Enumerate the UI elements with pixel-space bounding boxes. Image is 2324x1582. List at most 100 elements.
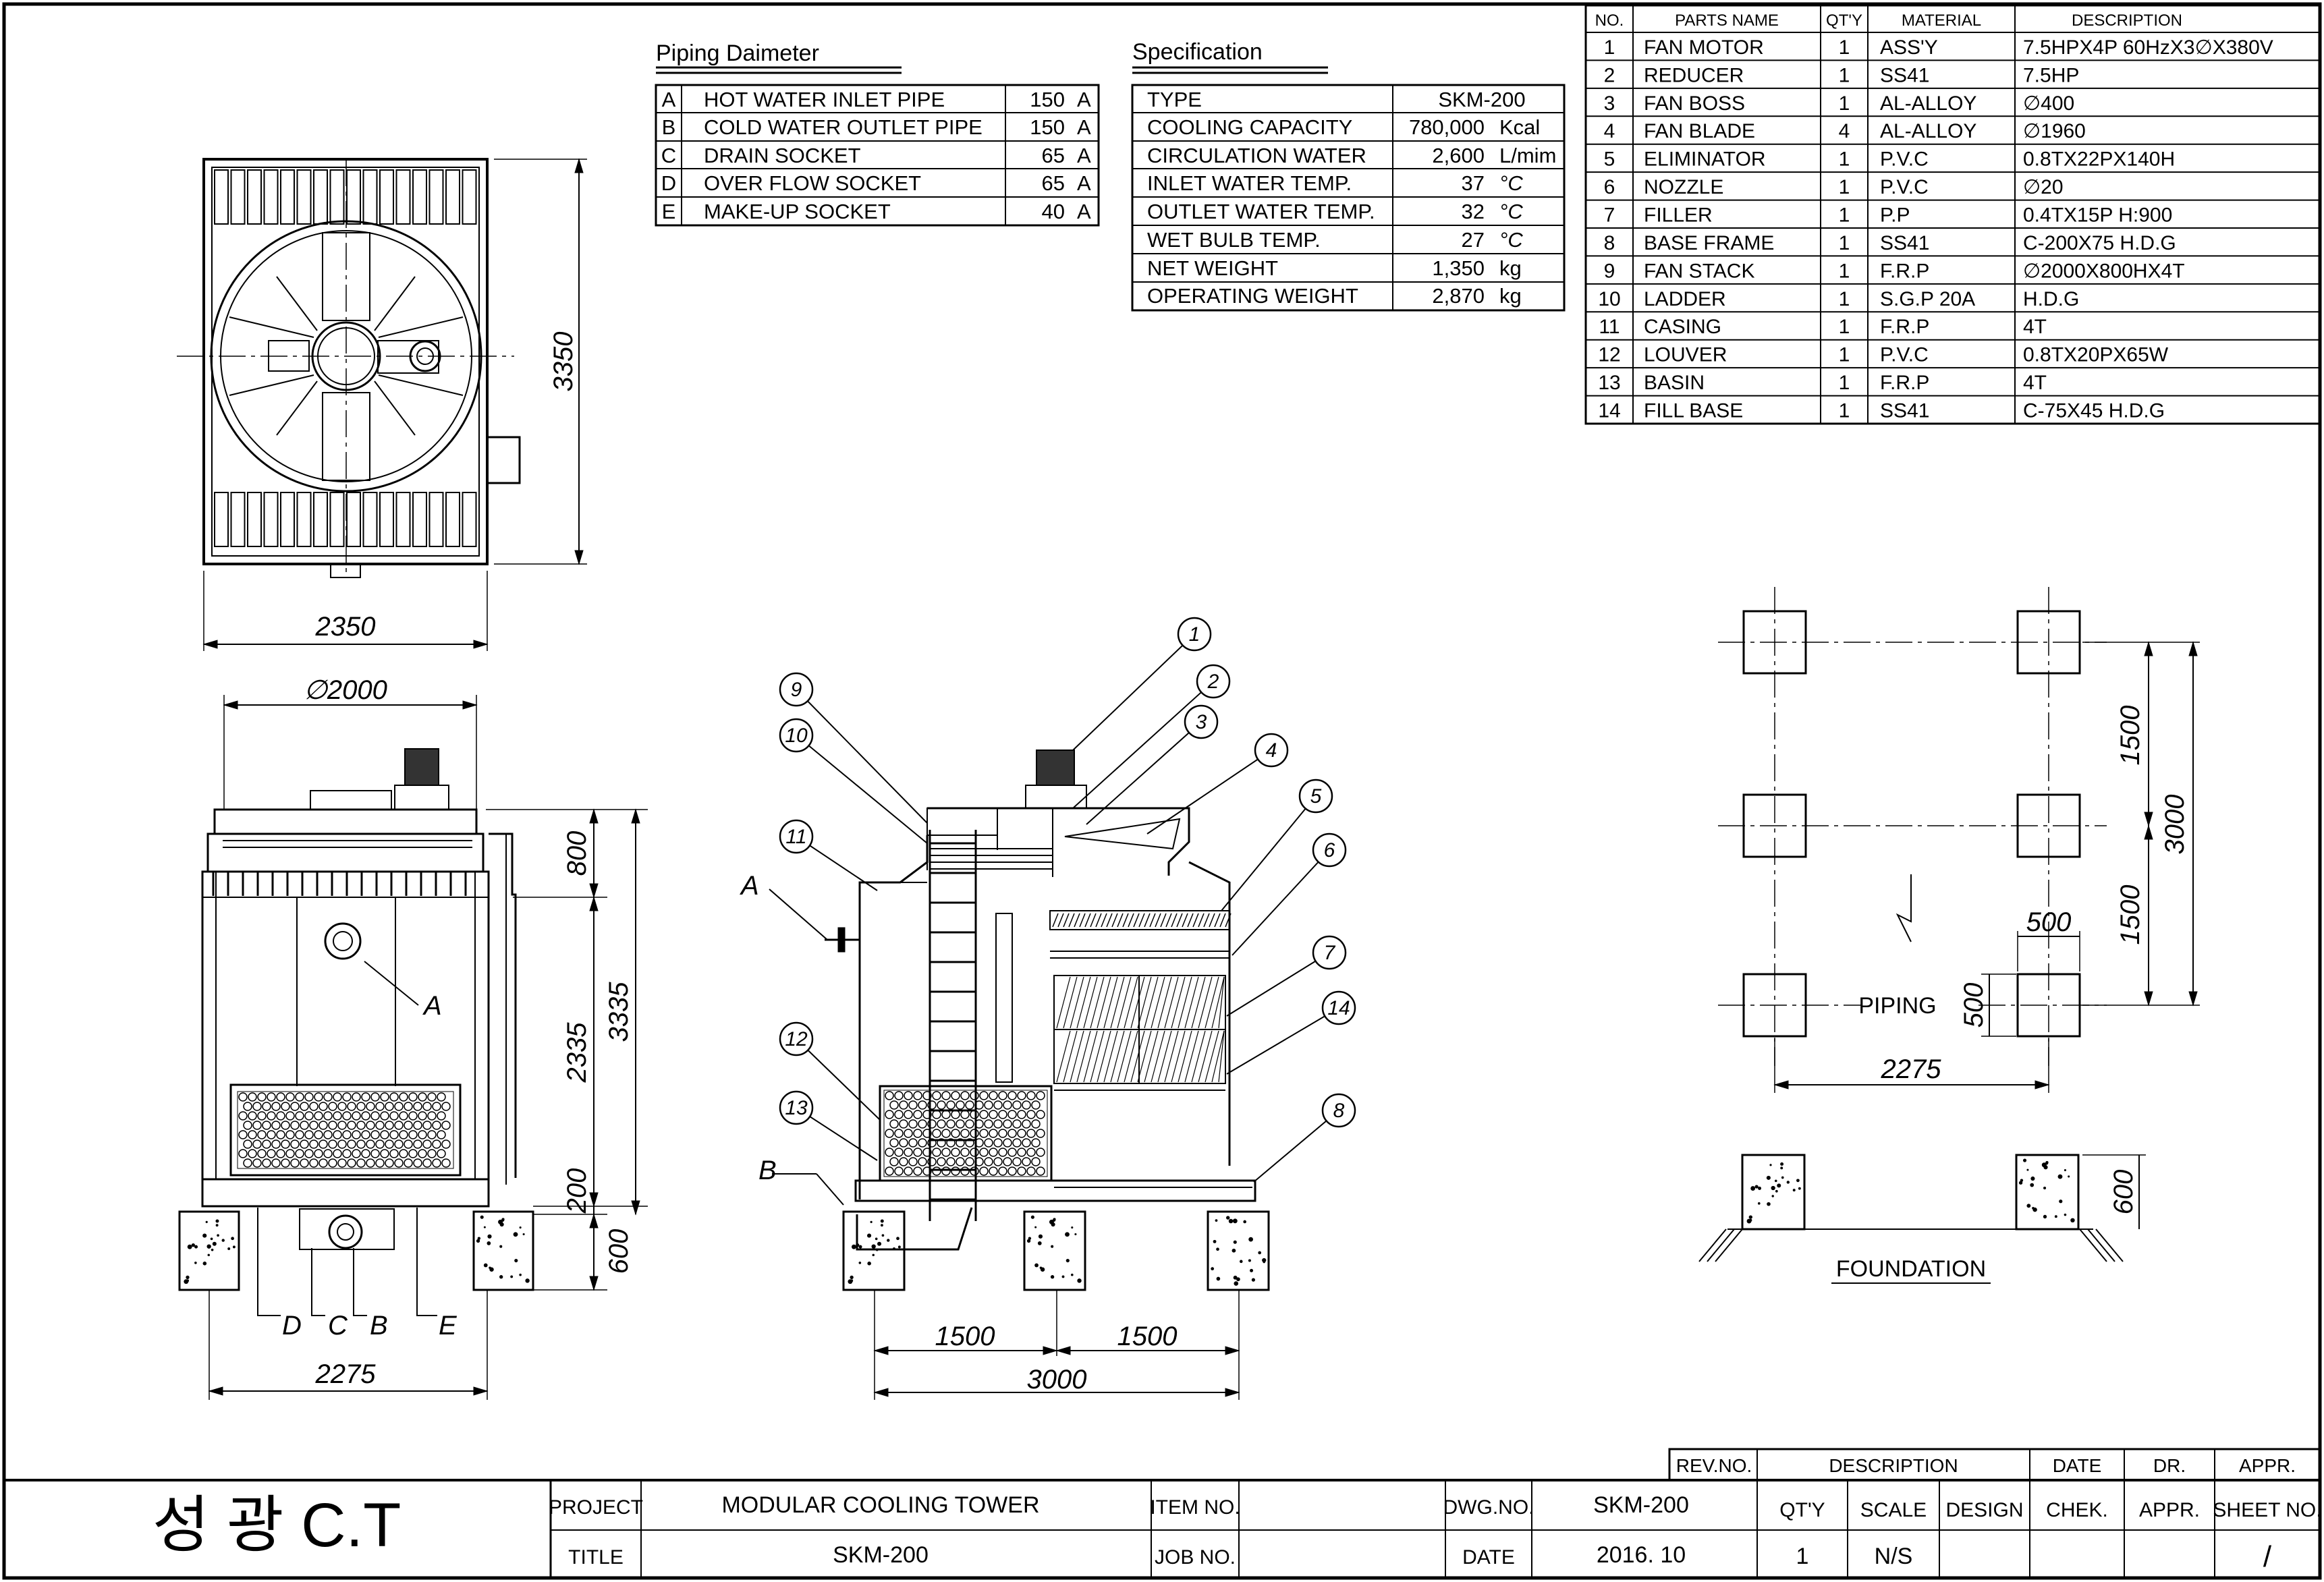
parts-desc: H.D.G	[2023, 288, 2079, 310]
fnd-1500a-dim: 1500	[2115, 706, 2145, 766]
parts-qty: 4	[1839, 120, 1850, 142]
parts-header: QT'Y	[1826, 11, 1862, 30]
parts-material: P.V.C	[1880, 344, 1929, 366]
spec-name: INLET WATER TEMP.	[1147, 171, 1352, 195]
piping-unit: A	[1077, 144, 1091, 167]
date-label: DATE	[1462, 1546, 1515, 1569]
parts-table: NO. PARTS NAME QT'Y MATERIAL DESCRIPTION…	[1584, 4, 2321, 425]
fnd-500a-dim: 500	[2026, 907, 2072, 937]
spec-name: COOLING CAPACITY	[1147, 115, 1352, 139]
parts-no: 11	[1599, 316, 1620, 338]
balloon-9	[779, 672, 814, 707]
parts-desc: ∅2000X800HX4T	[2023, 260, 2185, 282]
dwg-no-value: SKM-200	[1593, 1492, 1689, 1518]
h200-dim: 200	[562, 1168, 592, 1214]
parts-material: SS41	[1880, 232, 1929, 254]
parts-material: F.R.P	[1880, 372, 1929, 394]
parts-qty: 1	[1839, 64, 1850, 86]
parts-material: P.V.C	[1880, 176, 1929, 198]
parts-desc: ∅400	[2023, 92, 2074, 115]
parts-no: 14	[1598, 399, 1620, 422]
spec-unit: L/mim	[1499, 144, 1556, 167]
piping-size: 40	[1042, 200, 1065, 223]
project-label: PROJECT	[549, 1496, 643, 1519]
piping-title: Piping Daimeter	[656, 40, 819, 66]
parts-desc: 0.4TX15P H:900	[2023, 204, 2172, 226]
parts-material: P.V.C	[1880, 148, 1929, 171]
parts-desc: 7.5HP	[2023, 64, 2079, 86]
spec-name: TYPE	[1147, 88, 1202, 111]
balloon-label: 4	[1266, 739, 1277, 762]
piping-unit: A	[1077, 200, 1091, 223]
piping-name: HOT WATER INLET PIPE	[704, 88, 945, 111]
spec-unit: °C	[1499, 228, 1523, 252]
rev-desc-label: DESCRIPTION	[1829, 1455, 1958, 1476]
piping-size: 150	[1030, 88, 1065, 111]
fnd-600-dim: 600	[2109, 1170, 2138, 1215]
project-value: MODULAR COOLING TOWER	[721, 1492, 1039, 1518]
piping-label: PIPING	[1858, 993, 1936, 1019]
parts-no: 5	[1604, 148, 1615, 171]
balloon-label: 13	[785, 1097, 808, 1119]
parts-no: 4	[1604, 120, 1615, 142]
balloon-11	[779, 819, 814, 854]
parts-no: 6	[1604, 176, 1615, 198]
rev-appr-label: APPR.	[2239, 1455, 2296, 1476]
parts-desc: 4T	[2023, 372, 2047, 394]
balloon-13	[779, 1090, 814, 1125]
piping-name: OVER FLOW SOCKET	[704, 171, 921, 195]
fnd-500b-dim: 500	[1959, 983, 1989, 1028]
plan-width-dim: 2350	[315, 612, 376, 642]
parts-qty: 1	[1839, 176, 1850, 198]
h600-dim: 600	[604, 1229, 634, 1274]
side-label-a: A	[740, 871, 759, 901]
spec-unit: °C	[1499, 200, 1523, 223]
piping-table: Piping Daimeter A HOT WATER INLET PIPE 1…	[655, 40, 1100, 227]
parts-qty: 1	[1839, 316, 1850, 338]
fnd-1500b-dim: 1500	[2115, 885, 2145, 945]
piping-size: 150	[1030, 115, 1065, 139]
balloon-label: 8	[1333, 1100, 1345, 1122]
balloon-label: 1	[1189, 623, 1200, 646]
parts-desc: 0.8TX22PX140H	[2023, 148, 2175, 171]
foundation-label: FOUNDATION	[1836, 1256, 1986, 1282]
parts-name: CASING	[1644, 316, 1721, 338]
fan-dia-dim: ∅2000	[304, 675, 387, 705]
plan-height-dim: 3350	[549, 332, 578, 392]
parts-name: FAN BOSS	[1644, 92, 1745, 115]
parts-name: FILLER	[1644, 204, 1713, 226]
parts-desc: C-200X75 H.D.G	[2023, 232, 2176, 254]
piping-size: 65	[1042, 144, 1065, 167]
foundation-plan	[1698, 587, 2200, 1284]
parts-name: LOUVER	[1644, 344, 1727, 366]
spec-name: OUTLET WATER TEMP.	[1147, 200, 1375, 223]
spec-value: 1,350	[1432, 256, 1485, 280]
plan-view	[177, 158, 587, 651]
side-1500b-dim: 1500	[1117, 1322, 1178, 1351]
spec-name: NET WEIGHT	[1147, 256, 1278, 280]
spec-name: OPERATING WEIGHT	[1147, 284, 1358, 308]
spec-name: WET BULB TEMP.	[1147, 228, 1321, 252]
balloon-6	[1312, 832, 1347, 868]
front-width-dim: 2275	[315, 1359, 377, 1389]
parts-no: 13	[1598, 372, 1620, 394]
parts-name: FAN BLADE	[1644, 120, 1755, 142]
piping-code: A	[662, 88, 676, 111]
parts-qty: 1	[1839, 148, 1850, 171]
balloon-label: 5	[1310, 785, 1322, 808]
balloon-label: 3	[1196, 711, 1207, 733]
balloon-12	[779, 1021, 814, 1056]
piping-unit: A	[1077, 88, 1091, 111]
balloon-label: 10	[785, 725, 808, 747]
qty-label: QT'Y	[1779, 1499, 1825, 1521]
spec-value: 2,870	[1432, 284, 1485, 308]
parts-name: BASIN	[1644, 372, 1705, 394]
balloon-8	[1321, 1093, 1356, 1128]
piping-name: MAKE-UP SOCKET	[704, 200, 891, 223]
dwg-no-label: DWG.NO.	[1443, 1496, 1534, 1519]
parts-qty: 1	[1839, 260, 1850, 282]
parts-material: SS41	[1880, 64, 1929, 86]
balloon-label: 7	[1324, 942, 1336, 964]
front-label-a: A	[422, 991, 442, 1021]
